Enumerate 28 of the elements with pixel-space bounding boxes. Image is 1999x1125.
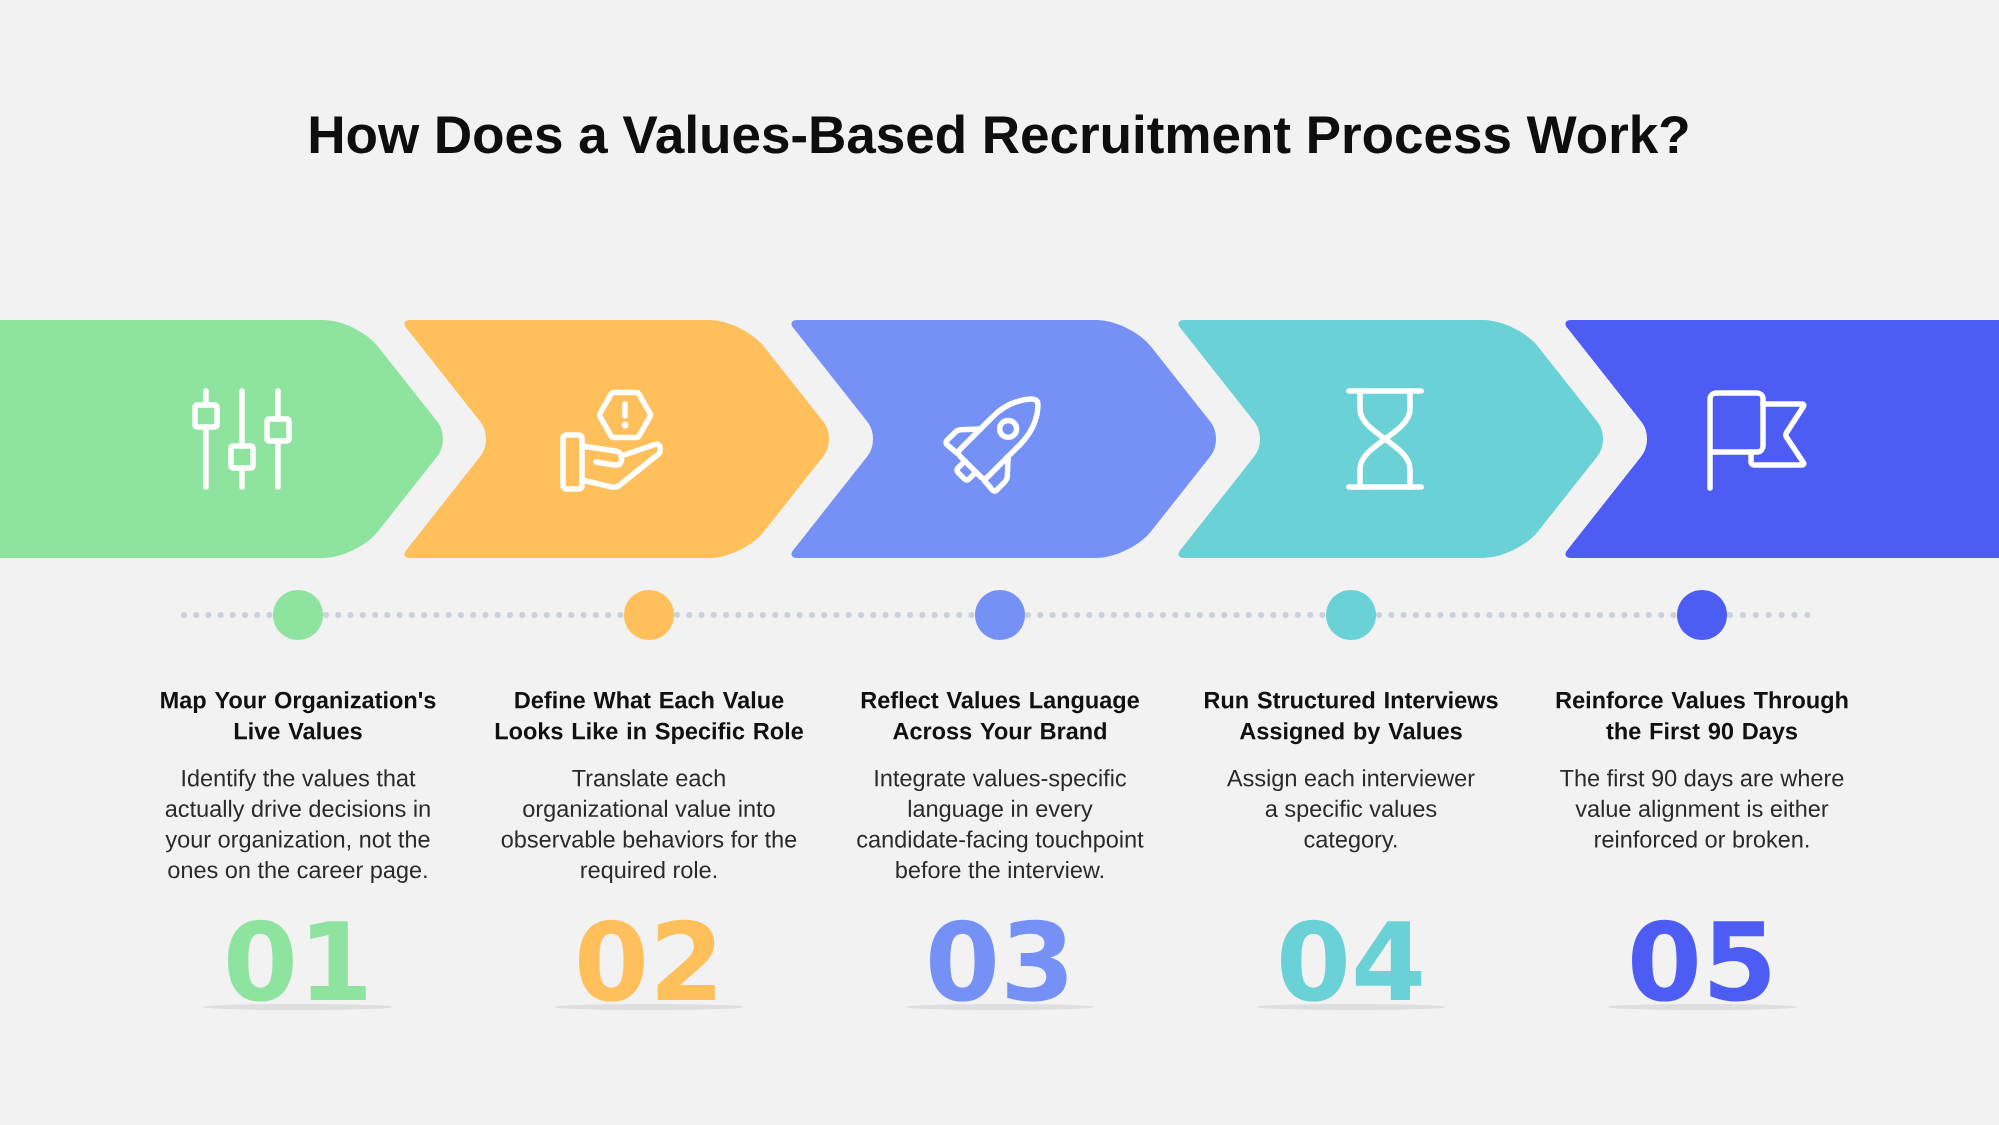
timeline-dot (624, 590, 674, 640)
step-number: 01 (228, 919, 366, 1002)
step-heading: Map Your Organization's Live Values (161, 691, 436, 740)
step-heading: Run Structured Interviews Assigned by Values (1205, 691, 1498, 745)
timeline-dot (273, 590, 323, 640)
step-heading: Reinforce Values Through the First 90 Days (1556, 691, 1848, 745)
title: How Does a Values-Based Recruitment Process Work? (310, 114, 1688, 154)
timeline-dot (975, 590, 1025, 640)
dotted-line (1025, 612, 1326, 618)
chevron-band (404, 320, 829, 558)
step-number: 03 (930, 919, 1067, 1002)
step-number: 02 (579, 919, 715, 1002)
step-description: The first 90 days are where value alignment is either reinforced or broken. (1560, 769, 1844, 848)
dotted-line (674, 612, 975, 618)
timeline-dot (1326, 590, 1376, 640)
step-description: Translate each organizational value into observable behaviors for the required role. (501, 769, 797, 883)
dotted-line (1376, 612, 1677, 618)
chevron-band (791, 320, 1217, 558)
step-description: Identify the values that actually drive decisions in your organization, not the ones on the career page. (165, 769, 430, 883)
step-description: Integrate values-specific language in every candidate-facing touchpoint before the interview. (857, 769, 1144, 879)
step-number: 04 (1281, 919, 1422, 1002)
step-number: 05 (1632, 919, 1770, 1002)
step-description: Assign each interviewer a specific values category. (1227, 769, 1475, 853)
timeline-dot (1677, 590, 1727, 640)
step-heading: Reflect Values Language Across Your Brand (861, 691, 1139, 740)
step-heading: Define What Each Value Looks Like in Specific Role (495, 691, 803, 745)
dotted-line (323, 612, 624, 618)
chevron-band (1178, 320, 1604, 558)
